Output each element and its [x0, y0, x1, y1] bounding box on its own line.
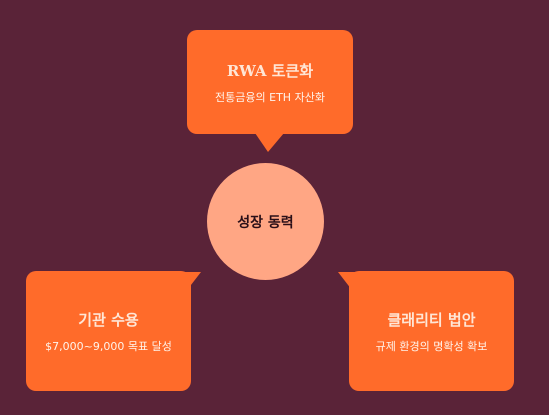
center-label: 성장 동력: [237, 214, 294, 231]
card-description: 규제 환경의 명확성 확보: [375, 339, 488, 353]
card-rwa-tokenization: RWA 토큰화 전통금융의 ETH 자산화: [187, 30, 353, 134]
card-title: 클래리티 법안: [387, 310, 476, 329]
card-institutional-adoption: 기관 수용 $7,000~9,000 목표 달성: [26, 271, 191, 391]
card-description: $7,000~9,000 목표 달성: [45, 339, 172, 353]
card-clarity-act: 클래리티 법안 규제 환경의 명확성 확보: [349, 271, 514, 391]
center-node: 성장 동력: [207, 163, 324, 280]
card-description: 전통금융의 ETH 자산화: [215, 90, 325, 104]
card-title: 기관 수용: [78, 310, 139, 329]
pointer-top-shape: [255, 133, 284, 152]
card-title: RWA 토큰화: [226, 61, 314, 80]
